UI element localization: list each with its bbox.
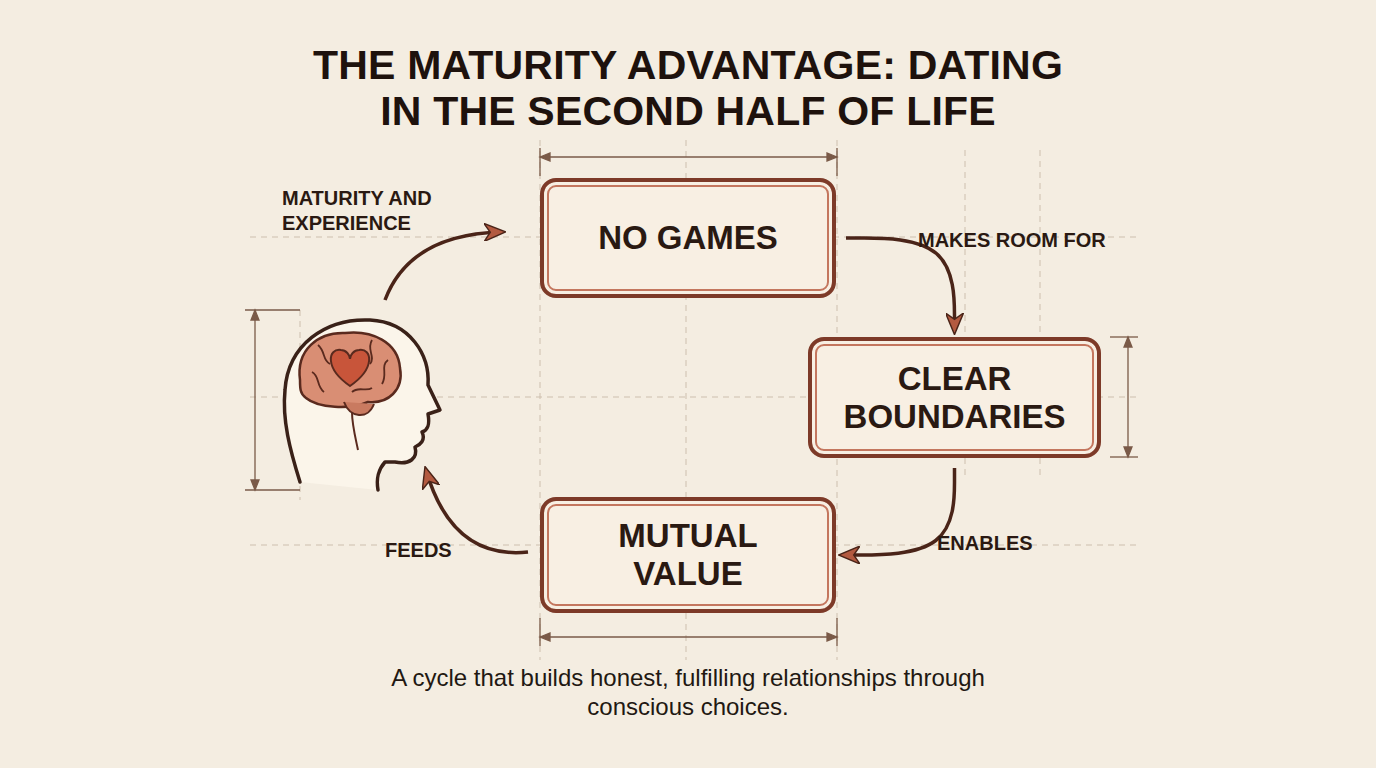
head-illustration — [284, 320, 440, 490]
arrow-label: MATURITY AND EXPERIENCE — [282, 186, 460, 236]
box-label: MUTUAL VALUE — [566, 517, 810, 593]
box-label: NO GAMES — [598, 219, 778, 257]
flow-arrow — [846, 238, 955, 331]
process-box: CLEAR BOUNDARIES — [808, 337, 1101, 458]
dimension-lines — [245, 148, 1138, 646]
arrow-label: FEEDS — [385, 538, 505, 563]
process-box: NO GAMES — [540, 178, 836, 298]
diagram-caption: A cycle that builds honest, fulfilling r… — [358, 663, 1018, 721]
process-box: MUTUAL VALUE — [540, 497, 836, 613]
edge-label: MAKES ROOM FOR — [918, 228, 1138, 253]
cycle-arrow — [385, 232, 502, 300]
grid-lines — [250, 140, 1140, 660]
box-label: CLEAR BOUNDARIES — [834, 360, 1075, 436]
edge-label: ENABLES — [937, 531, 1097, 556]
diagram-title: THE MATURITY ADVANTAGE: DATING IN THE SE… — [288, 42, 1088, 134]
cycle-arrows — [385, 232, 528, 553]
